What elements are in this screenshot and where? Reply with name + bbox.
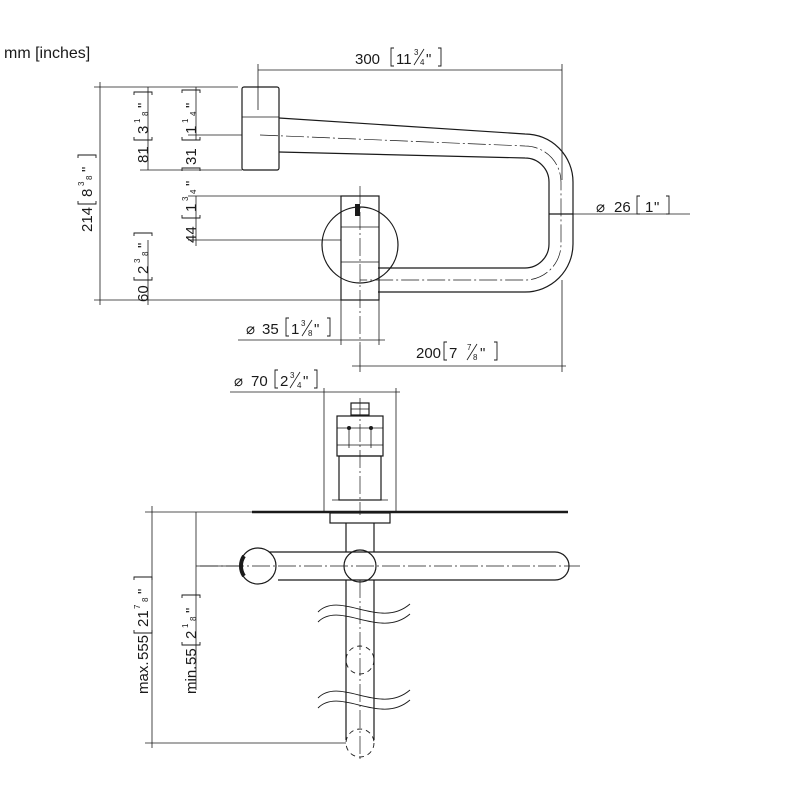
dim-55-num: 1 (181, 623, 190, 628)
dim-d26-mm: 26 (614, 199, 631, 216)
dim-d35-symbol: ⌀ (246, 321, 255, 338)
dim-d35-quote: " (314, 321, 319, 338)
dim-555-mm: 555 (135, 635, 152, 660)
break-line-1 (317, 603, 411, 624)
dim-60-quote: " (135, 243, 152, 248)
dim-height-overall: 214 8 3 8 " (77, 82, 341, 305)
dim-31-quote: " (183, 103, 200, 108)
dim-55-in: 2 (183, 631, 200, 639)
dim-44-mm: 44 (183, 226, 200, 243)
dim-55-prefix: min. (183, 666, 200, 694)
dim-200-mm: 200 (416, 345, 441, 362)
dim-width-mm: 300 (355, 51, 380, 68)
dim-diameter-body: ⌀ 35 1 3 8 " (238, 300, 385, 345)
dim-31-num: 1 (181, 118, 190, 123)
dim-d26-quote: " (654, 199, 659, 216)
dim-d70-den: 4 (297, 381, 302, 390)
dim-d35-mm: 35 (262, 321, 279, 338)
dim-60-den: 8 (141, 251, 150, 256)
dim-200-quote: " (480, 345, 485, 362)
dim-width-quote: " (426, 51, 431, 68)
dim-44-num: 3 (181, 196, 190, 201)
dim-200-in: 7 (449, 345, 457, 362)
dim-200-num: 7 (467, 343, 472, 352)
dim-555-in: 21 (135, 610, 152, 627)
dim-81-mm: 81 (135, 146, 152, 163)
dim-555-den: 8 (141, 597, 150, 602)
dim-height-body-top: 44 1 3 4 " (181, 167, 341, 246)
dim-d26-symbol: ⌀ (596, 199, 605, 216)
dim-d70-quote: " (303, 373, 308, 390)
dim-d35-num: 3 (301, 319, 306, 328)
swing-arc-bottom (345, 728, 375, 758)
dim-81-in: 3 (135, 126, 152, 134)
dim-214-quote: " (79, 167, 96, 172)
dim-60-in: 2 (135, 266, 152, 274)
dim-depth-min: min. 55 2 1 8 " (181, 512, 240, 694)
dim-55-mm: 55 (183, 648, 200, 665)
dim-60-num: 3 (133, 258, 142, 263)
dim-width-den: 4 (420, 58, 425, 67)
dim-d35-den: 8 (308, 329, 313, 338)
dim-diameter-spout: ⌀ 26 1 " (573, 195, 690, 216)
front-view (241, 86, 574, 345)
dim-d70-in: 2 (280, 373, 288, 390)
dim-height-bottom: 60 2 3 8 " (133, 232, 153, 305)
dim-214-num: 3 (77, 181, 86, 186)
spout-head (241, 86, 280, 171)
indicator-mark (355, 204, 360, 216)
dim-depth-max: max. 555 21 7 8 " (133, 506, 346, 748)
dim-width-overall: 300 11 3 4 " (257, 47, 563, 180)
dim-width-num: 3 (414, 48, 419, 57)
dim-214-in: 8 (79, 189, 96, 197)
dim-81-quote: " (135, 103, 152, 108)
dim-reach-lower: 200 7 7 8 " (352, 280, 566, 372)
dim-60-mm: 60 (135, 285, 152, 302)
dim-55-den: 8 (189, 616, 198, 621)
dim-200-den: 8 (473, 353, 478, 362)
dim-d35-in: 1 (291, 321, 299, 338)
dim-55-quote: " (183, 608, 200, 613)
dim-555-prefix: max. (135, 661, 152, 694)
dim-31-mm: 31 (183, 148, 200, 165)
dim-height-top-block: 81 3 1 8 " (133, 87, 242, 171)
dim-44-den: 4 (189, 189, 198, 194)
dim-214-mm: 214 (79, 207, 96, 232)
upper-arm (278, 117, 574, 293)
side-view: ⌀ 70 2 3 4 " (200, 369, 580, 760)
dim-214-den: 8 (85, 175, 94, 180)
dim-555-num: 7 (133, 604, 142, 609)
dim-81-den: 8 (141, 111, 150, 116)
dim-d70-symbol: ⌀ (234, 373, 243, 390)
dim-44-in: 1 (183, 204, 200, 212)
dim-81-num: 1 (133, 118, 142, 123)
dim-d26-in: 1 (645, 199, 653, 216)
units-label: mm [inches] (4, 45, 90, 62)
dim-d70-mm: 70 (251, 373, 268, 390)
dim-44-quote: " (183, 181, 200, 186)
swing-arc-top (345, 645, 375, 675)
dim-d70-num: 3 (290, 371, 295, 380)
dim-height-head: 31 1 1 4 " (181, 87, 242, 165)
dim-width-in: 11 (396, 51, 412, 68)
wall-rosette-side (329, 512, 391, 524)
dim-555-quote: " (135, 589, 152, 594)
dim-31-in: 1 (183, 126, 200, 134)
dim-31-den: 4 (189, 111, 198, 116)
break-line-2 (317, 689, 411, 710)
